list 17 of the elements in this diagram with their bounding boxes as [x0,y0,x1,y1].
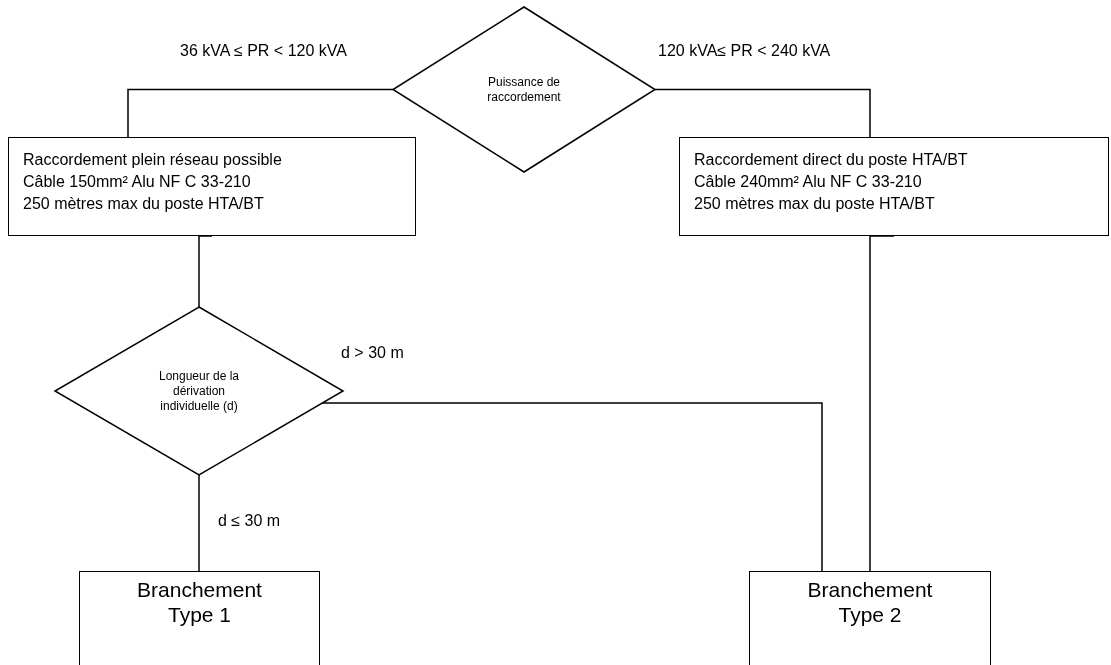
box-text: 250 mètres max du poste HTA/BT [694,194,935,214]
process-box [749,571,991,665]
box-text: Câble 240mm² Alu NF C 33-210 [694,172,922,192]
box-text: Raccordement plein réseau possible [23,150,282,170]
box-text: Branchement Type 1 [136,577,263,627]
box-text: Raccordement direct du poste HTA/BT [694,150,968,170]
connector-line [654,88,871,138]
decision-text: Puissance de raccordement [486,74,562,105]
connector-line [198,474,200,572]
box-text: Branchement Type 2 [806,577,934,627]
box-text: 250 mètres max du poste HTA/BT [23,194,264,214]
connector-line [127,88,394,138]
process-box [8,137,416,236]
process-box [79,571,320,665]
decision-text: Longueur de la dérivation individuelle (d) [157,368,241,414]
process-box [679,137,1109,236]
box-text: Câble 150mm² Alu NF C 33-210 [23,172,251,192]
